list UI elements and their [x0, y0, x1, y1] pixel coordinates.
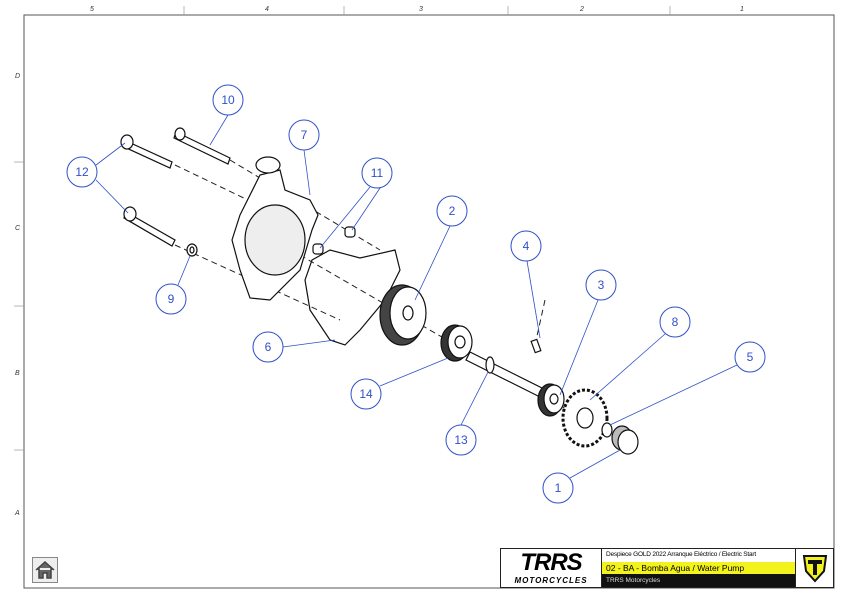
sheet-frame — [23, 14, 835, 589]
dowel-11 — [312, 226, 356, 255]
home-button[interactable] — [32, 557, 58, 583]
bearing-3 — [537, 383, 565, 417]
column-label: 4 — [265, 6, 269, 13]
callout-circles — [66, 84, 766, 504]
home-icon — [35, 560, 55, 579]
callout-1[interactable]: 1 — [554, 481, 562, 495]
bolt-12a — [120, 134, 173, 169]
bolt-12b — [123, 206, 176, 247]
column-label: 1 — [740, 6, 744, 13]
gasket-6 — [304, 249, 401, 346]
column-label: 3 — [419, 6, 423, 13]
callout-8[interactable]: 8 — [671, 315, 679, 329]
washer-9 — [186, 243, 198, 257]
row-label: C — [15, 225, 21, 232]
grid-ticks — [14, 6, 671, 451]
company-name: TRRS Motorcycles — [602, 574, 795, 588]
callout-7[interactable]: 7 — [300, 128, 308, 142]
bushing-1 — [611, 425, 639, 455]
logo-subtext: MOTORCYCLES — [514, 576, 588, 585]
callout-12[interactable]: 12 — [75, 165, 89, 179]
callout-3[interactable]: 3 — [597, 278, 605, 292]
column-label: 2 — [580, 6, 584, 13]
leader-lines — [95, 114, 738, 479]
gear-8 — [561, 388, 609, 448]
drawing-title: Despiece GOLD 2022 Arranque Eléctrico / … — [602, 549, 795, 562]
bolt-10 — [173, 127, 231, 165]
part-name: 02 - BA - Bomba Agua / Water Pump — [602, 561, 795, 575]
impeller-2 — [379, 284, 427, 346]
trrs-logo: TRRS MOTORCYCLES — [501, 549, 602, 587]
title-block: TRRS MOTORCYCLES Despiece GOLD 2022 Arra… — [500, 548, 834, 588]
row-label: A — [15, 510, 20, 517]
callout-6[interactable]: 6 — [264, 340, 272, 354]
callout-2[interactable]: 2 — [448, 204, 456, 218]
callout-11[interactable]: 11 — [370, 166, 384, 180]
pump-cover-7 — [231, 156, 319, 301]
row-label: D — [15, 73, 21, 80]
bearing-14 — [440, 324, 473, 362]
callout-9[interactable]: 9 — [167, 292, 175, 306]
callout-14[interactable]: 14 — [359, 387, 373, 401]
callout-13[interactable]: 13 — [454, 433, 468, 447]
row-label: B — [15, 370, 20, 377]
logo-text: TRRS — [520, 549, 582, 576]
shaft-13 — [465, 351, 551, 401]
trrs-emblem-icon — [795, 549, 833, 587]
callout-4[interactable]: 4 — [522, 239, 530, 253]
column-label: 5 — [90, 6, 94, 13]
parts — [120, 127, 639, 455]
pin-4 — [530, 338, 542, 354]
callout-5[interactable]: 5 — [746, 350, 754, 364]
clip-5 — [601, 422, 613, 438]
callout-10[interactable]: 10 — [221, 93, 235, 107]
